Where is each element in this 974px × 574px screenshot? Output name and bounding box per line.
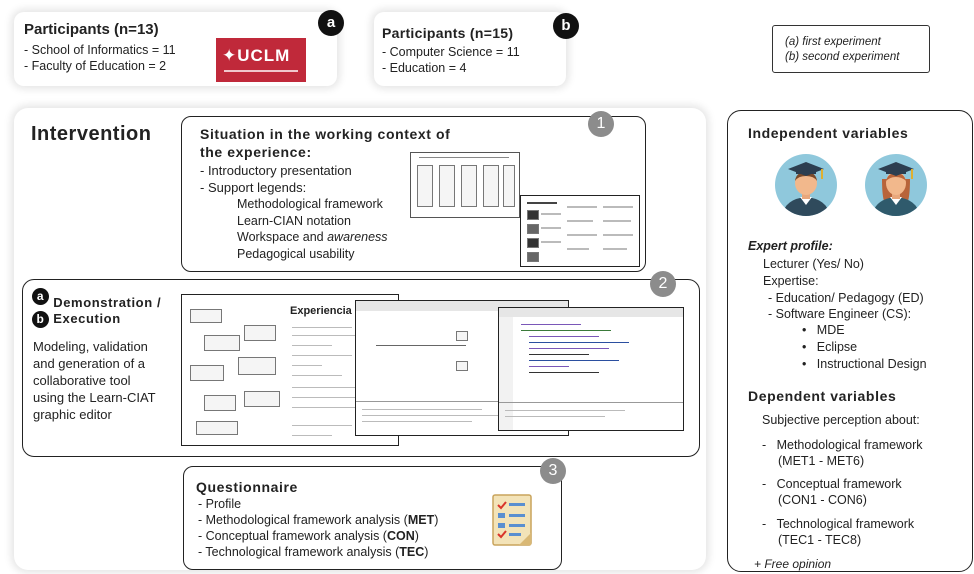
cs-item: • Instructional Design: [802, 357, 927, 371]
expertise-item: - Software Engineer (CS):: [768, 307, 912, 321]
demonstration-description: and generation of a: [33, 356, 146, 371]
situation-subitem: Workspace and awareness: [237, 230, 388, 244]
participants-a-card: Participants (n=13) - School of Informat…: [14, 12, 337, 86]
code-screenshot: [498, 307, 684, 431]
questionnaire-item: - Methodological framework analysis (MET…: [198, 513, 439, 527]
questionnaire-box: Questionnaire - Profile - Methodological…: [183, 466, 562, 570]
participants-a-item: - School of Informatics = 11: [24, 43, 176, 57]
screenshot-heading: Experiencia Le: [290, 305, 368, 317]
participants-b-card: Participants (n=15) - Computer Science =…: [374, 12, 566, 86]
badge-b-small: b: [32, 311, 49, 329]
demonstration-title: a Demonstration /: [32, 288, 161, 310]
dependent-item: - Technological framework: [762, 517, 915, 531]
uclm-logo: ✦UCLM: [216, 38, 306, 82]
notation-screenshot-thumbnail: [520, 195, 640, 267]
dependent-item: - Conceptual framework: [762, 477, 902, 491]
uclm-logo-text: ✦UCLM: [222, 46, 291, 65]
dependent-item-range: (MET1 - MET6): [778, 454, 865, 468]
female-graduate-icon: [865, 154, 927, 216]
situation-item: - Introductory presentation: [200, 163, 352, 178]
variables-panel: Independent variables: [727, 110, 973, 572]
participants-b-item: - Education = 4: [382, 61, 467, 75]
legend-line: (a) first experiment: [785, 36, 881, 48]
situation-title: Situation in the working context of: [200, 126, 451, 142]
awareness-text: awareness: [327, 230, 388, 244]
free-opinion-text: + Free opinion: [754, 557, 832, 571]
intervention-title: Intervention: [31, 123, 152, 145]
cs-item: • Eclipse: [802, 340, 858, 354]
step-3-badge: 3: [540, 458, 566, 484]
execution-title: b Execution: [32, 311, 121, 329]
situation-subitem: Methodological framework: [237, 197, 383, 211]
participants-a-title: Participants (n=13): [24, 21, 159, 38]
lecturer-text: Lecturer (Yes/ No): [763, 257, 864, 271]
workspace-text: Workspace and: [237, 230, 324, 244]
independent-variables-title: Independent variables: [748, 125, 909, 141]
dependent-item-range: (TEC1 - TEC8): [778, 533, 862, 547]
male-graduate-icon: [775, 154, 837, 216]
questionnaire-item: - Profile: [198, 497, 242, 511]
demonstration-description: collaborative tool: [33, 373, 131, 388]
dependent-variables-title: Dependent variables: [748, 388, 897, 404]
situation-title: the experience:: [200, 144, 312, 160]
demonstration-description: using the Learn-CIAT: [33, 390, 156, 405]
demonstration-title-line1: Demonstration /: [53, 295, 162, 310]
situation-box: Situation in the working context of the …: [181, 116, 646, 272]
dependent-item-range: (CON1 - CON6): [778, 493, 867, 507]
subjective-perception-text: Subjective perception about:: [762, 413, 920, 427]
legend-line: (b) second experiment: [785, 51, 900, 63]
questionnaire-item: - Conceptual framework analysis (CON): [198, 529, 419, 543]
legend-screenshot-thumbnail: [410, 152, 520, 218]
step-1-badge: 1: [588, 111, 614, 137]
situation-subitem: Pedagogical usability: [237, 247, 355, 261]
questionnaire-title: Questionnaire: [196, 479, 298, 495]
expert-profile-title: Expert profile:: [748, 239, 833, 253]
situation-subitem: Learn-CIAN notation: [237, 214, 351, 228]
expertise-item: - Education/ Pedagogy (ED): [768, 291, 924, 305]
step-2-badge: 2: [650, 271, 676, 297]
demonstration-description: graphic editor: [33, 407, 112, 422]
demonstration-description: Modeling, validation: [33, 339, 148, 354]
situation-item: - Support legends:: [200, 180, 307, 195]
demonstration-title-line2: Execution: [53, 311, 121, 326]
badge-a-small: a: [32, 288, 49, 306]
participants-a-item: - Faculty of Education = 2: [24, 59, 167, 73]
participants-b-item: - Computer Science = 11: [382, 45, 520, 59]
cs-item: • MDE: [802, 323, 845, 337]
experiment-legend: (a) first experiment (b) second experime…: [772, 25, 930, 73]
questionnaire-item: - Technological framework analysis (TEC): [198, 545, 429, 559]
badge-a: a: [318, 10, 344, 36]
checklist-icon: [492, 494, 532, 546]
badge-b: b: [553, 13, 579, 39]
dependent-item: - Methodological framework: [762, 438, 923, 452]
participants-b-title: Participants (n=15): [382, 25, 514, 41]
expertise-text: Expertise:: [763, 274, 819, 288]
demonstration-box: a Demonstration / b Execution Modeling, …: [22, 279, 700, 457]
